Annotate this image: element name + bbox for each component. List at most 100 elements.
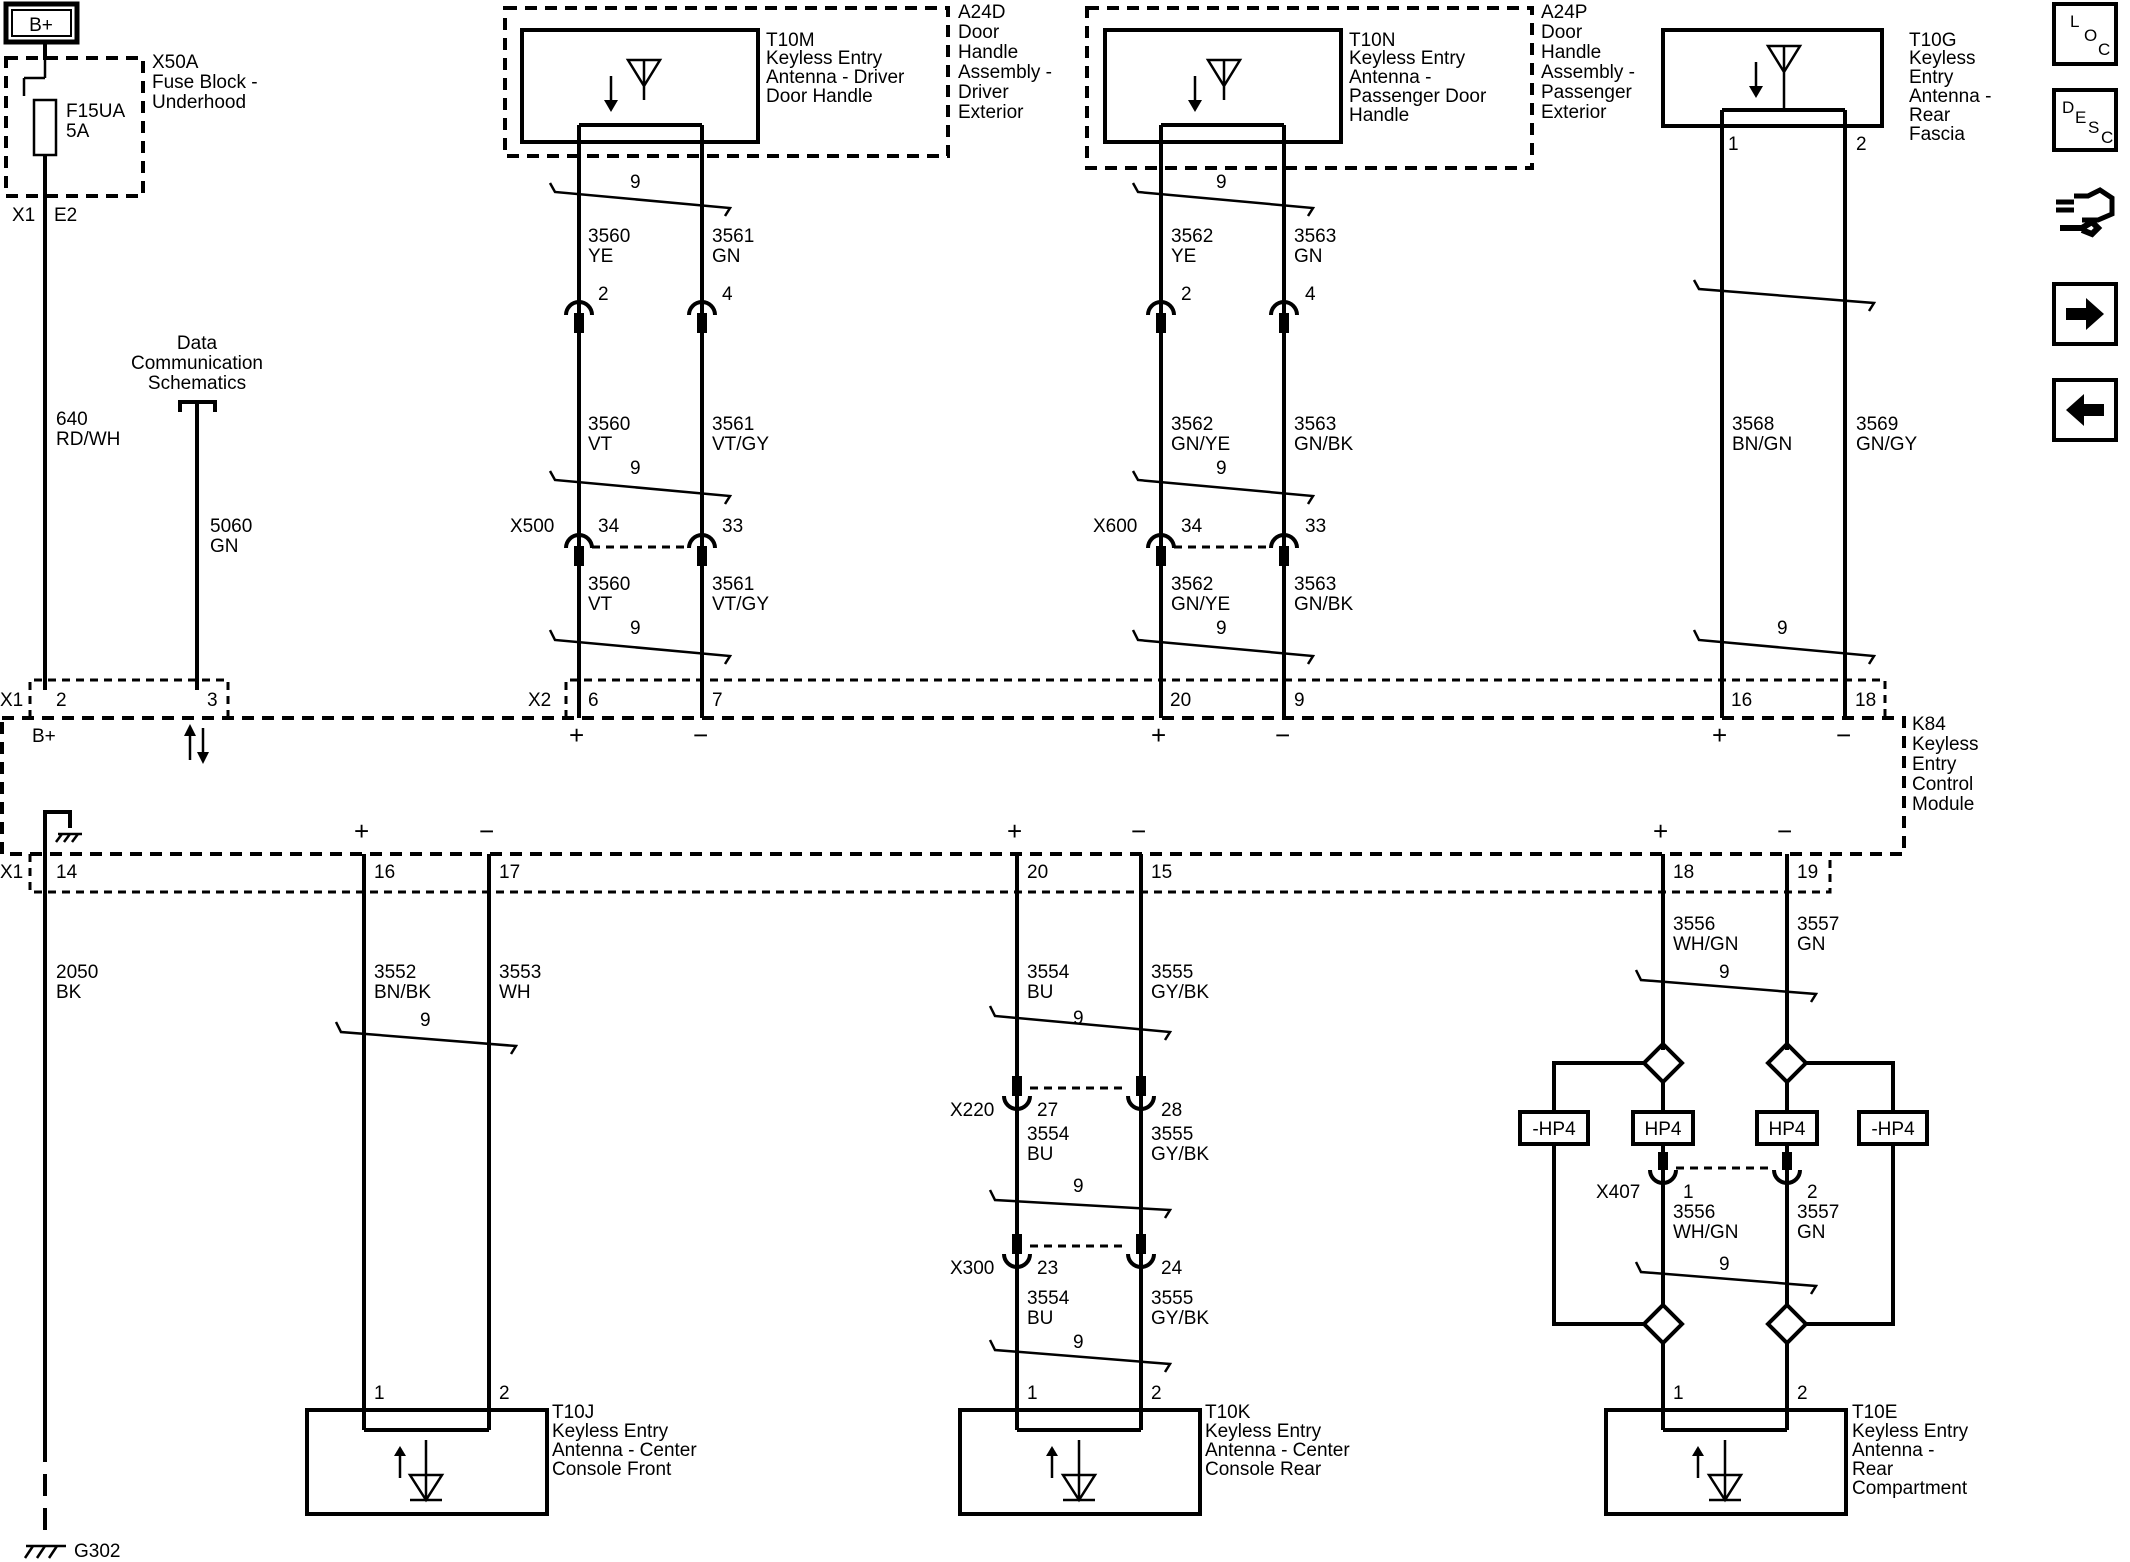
previous-page-button[interactable] xyxy=(2052,378,2118,442)
inline-connector-t10m xyxy=(564,300,717,333)
diagram-label: Antenna - xyxy=(1852,1440,1934,1461)
a24p-outline xyxy=(1085,6,1534,170)
ground-g302-icon xyxy=(23,1544,66,1559)
data-comm-line1: Data xyxy=(177,333,218,354)
t10n-id: T10N xyxy=(1349,30,1395,51)
diagram-label: 9 xyxy=(1719,1254,1730,1275)
diagram-label: WH/GN xyxy=(1673,1222,1738,1243)
diagram-label: Keyless Entry xyxy=(1205,1421,1322,1442)
diagram-label: 17 xyxy=(499,862,520,883)
diagram-label: BU xyxy=(1027,982,1053,1003)
diagram-label: Antenna - xyxy=(1909,86,1991,107)
option-hp4-boxes: -HP4 HP4 HP4 -HP4 xyxy=(1518,1110,1929,1146)
t10k-box xyxy=(958,1408,1202,1516)
data-comm-line2: Communication xyxy=(131,353,263,374)
diagram-label: 2 xyxy=(1856,134,1867,155)
connector-x407 xyxy=(1648,1152,1802,1185)
diagram-label: 18 xyxy=(1855,690,1876,711)
description-button[interactable]: D E S C xyxy=(2052,88,2118,152)
loc-letter-l: L xyxy=(2070,12,2080,31)
diagram-label: GN/GY xyxy=(1856,434,1918,455)
diagram-label: 3561 xyxy=(712,414,754,435)
diagram-label: HP4 xyxy=(1769,1119,1806,1140)
antenna-icon xyxy=(1046,1440,1098,1503)
diagram-label: 3562 xyxy=(1171,414,1213,435)
diagram-label: GN xyxy=(1294,246,1323,267)
location-button[interactable]: L O C xyxy=(2052,2,2118,66)
diagram-label: − xyxy=(1275,720,1290,750)
diagram-label: + xyxy=(1007,816,1022,846)
g302-label: G302 xyxy=(74,1541,120,1562)
diagram-label: Passenger xyxy=(1541,82,1633,103)
diagram-label: GN xyxy=(1797,934,1826,955)
diagnostic-tools-button[interactable] xyxy=(2052,176,2118,240)
diagram-label: 9 xyxy=(630,618,641,639)
diagram-label: Keyless Entry xyxy=(1349,48,1466,69)
inline-connector-t10n xyxy=(1146,300,1299,333)
a24p-id: A24P xyxy=(1541,2,1587,23)
diagram-label: 9 xyxy=(420,1010,431,1031)
bplus-terminal: B+ xyxy=(3,1,80,45)
diagram-label: 33 xyxy=(722,516,743,537)
diagram-label: BN/BK xyxy=(374,982,431,1003)
diagram-label: 3560 xyxy=(588,226,630,247)
diagram-label: GN/BK xyxy=(1294,434,1353,455)
diagram-label: 9 xyxy=(1216,172,1227,193)
diagram-label: − xyxy=(479,816,494,846)
fuse-id: F15UA xyxy=(66,101,125,122)
diagram-label: + xyxy=(569,720,584,750)
x300-label: X300 xyxy=(950,1258,994,1279)
polarity-marks: + − + − + − + − + − + − xyxy=(354,720,1851,846)
diagram-label: 15 xyxy=(1151,862,1172,883)
t10m-name-1: Keyless Entry xyxy=(766,48,883,69)
diagram-label: VT/GY xyxy=(712,594,769,615)
fuse-block-outline xyxy=(4,56,145,198)
diagram-label: 4 xyxy=(1305,284,1316,305)
diagram-label: 3561 xyxy=(712,574,754,595)
diagram-label: 3563 xyxy=(1294,226,1336,247)
x500-label: X500 xyxy=(510,516,554,537)
data-comm-line3: Schematics xyxy=(148,373,246,394)
a24d-name-1: Door xyxy=(958,22,1000,43)
diagram-label: 2 xyxy=(598,284,609,305)
diagram-label: GN xyxy=(1797,1222,1826,1243)
fuse-block-name-2: Underhood xyxy=(152,92,246,113)
diagram-label: Antenna - Center xyxy=(1205,1440,1350,1461)
diagram-label: 9 xyxy=(1719,962,1730,983)
fuse-block-name-1: Fuse Block - xyxy=(152,72,258,93)
wire-5060-circuit: 5060 xyxy=(210,516,252,537)
diagram-label: Rear xyxy=(1852,1459,1894,1480)
diagram-label: 3562 xyxy=(1171,226,1213,247)
diagram-label: VT xyxy=(588,434,613,455)
diagram-label: 3553 xyxy=(499,962,541,983)
diagram-label: Keyless Entry xyxy=(1852,1421,1969,1442)
next-page-button[interactable] xyxy=(2052,282,2118,346)
diagram-label: Assembly - xyxy=(1541,62,1635,83)
diagram-label: 2 xyxy=(1151,1383,1162,1404)
diagram-label: 3560 xyxy=(588,574,630,595)
diagram-label: + xyxy=(354,816,369,846)
diagram-label: 2 xyxy=(499,1383,510,1404)
diagram-label: 3554 xyxy=(1027,1288,1070,1309)
t10g-box xyxy=(1661,28,1884,128)
bplus-label: B+ xyxy=(29,15,53,36)
diagram-label: 9 xyxy=(1216,618,1227,639)
connector-x300 xyxy=(1002,1234,1156,1269)
diagram-label: X1 xyxy=(0,862,23,883)
t10m-name-2: Antenna - Driver xyxy=(766,67,905,88)
diagram-label: 16 xyxy=(1731,690,1752,711)
diagram-label: Exterior xyxy=(1541,102,1607,123)
diagram-label: 3552 xyxy=(374,962,416,983)
diagram-label: GY/BK xyxy=(1151,982,1209,1003)
diagram-label: 18 xyxy=(1673,862,1694,883)
diagram-label: 3555 xyxy=(1151,1124,1193,1145)
diagram-label: 9 xyxy=(1073,1008,1084,1029)
diagram-label: + xyxy=(1712,720,1727,750)
diagram-label: Console Front xyxy=(552,1459,672,1480)
t10k-id: T10K xyxy=(1205,1402,1251,1423)
diagram-label: + xyxy=(1151,720,1166,750)
diagram-label: 3554 xyxy=(1027,1124,1070,1145)
diagram-label: BN/GN xyxy=(1732,434,1792,455)
module-conn-x2: X2 xyxy=(528,690,551,711)
diagram-label: BU xyxy=(1027,1144,1053,1165)
